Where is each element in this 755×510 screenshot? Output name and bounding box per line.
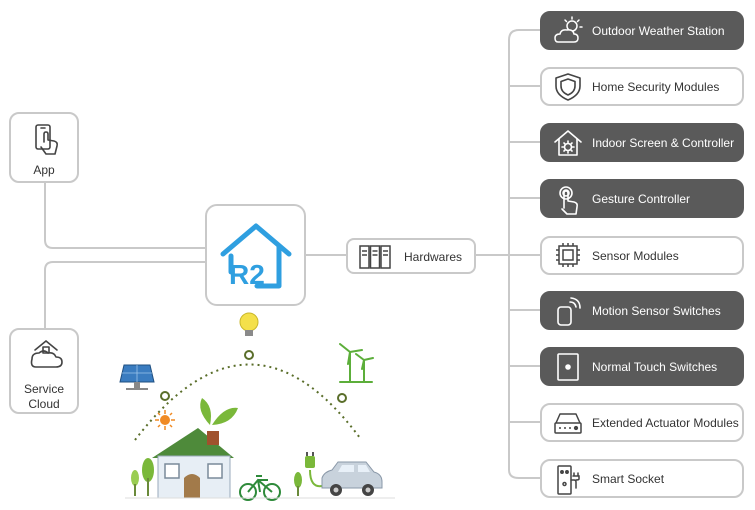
device-outdoor-weather-station[interactable]: Outdoor Weather Station bbox=[540, 11, 744, 50]
cloud-home-icon bbox=[30, 340, 63, 368]
device-label: Smart Socket bbox=[592, 472, 665, 486]
arc-node bbox=[337, 393, 347, 403]
leaf-icon bbox=[200, 398, 238, 425]
wind-turbine-icon bbox=[339, 343, 374, 383]
service-cloud-label: Service Cloud bbox=[23, 382, 64, 411]
home-gear-icon bbox=[554, 130, 582, 156]
device-label: Gesture Controller bbox=[592, 192, 691, 206]
chip-icon bbox=[556, 243, 580, 267]
arc-node bbox=[244, 350, 254, 360]
r2-house-logo-icon: R2 bbox=[220, 223, 292, 290]
sun-icon bbox=[155, 410, 175, 430]
server-rack-icon bbox=[359, 245, 391, 269]
device-sensor-modules[interactable]: Sensor Modules bbox=[540, 236, 744, 275]
solar-panel-icon bbox=[119, 364, 155, 390]
weather-icon bbox=[554, 16, 583, 43]
hardwares-node[interactable]: Hardwares bbox=[346, 238, 476, 274]
arc-node bbox=[160, 391, 170, 401]
tree-icon bbox=[131, 458, 302, 496]
device-label: Motion Sensor Switches bbox=[592, 304, 721, 318]
service-cloud-node[interactable]: Service Cloud bbox=[9, 328, 79, 414]
device-label: Indoor Screen & Controller bbox=[592, 136, 735, 150]
smart-home-illustration bbox=[119, 312, 395, 501]
device-label: Extended Actuator Modules bbox=[592, 416, 739, 430]
motion-sensor-icon bbox=[557, 297, 581, 326]
device-gesture-controller[interactable]: Gesture Controller bbox=[540, 179, 744, 218]
r2-logo-text: R2 bbox=[229, 259, 265, 290]
hardwares-label: Hardwares bbox=[404, 250, 463, 264]
device-indoor-screen-controller[interactable]: Indoor Screen & Controller bbox=[540, 123, 744, 162]
device-label: Sensor Modules bbox=[592, 249, 679, 263]
device-label: Normal Touch Switches bbox=[592, 360, 718, 374]
device-normal-touch-switches[interactable]: Normal Touch Switches bbox=[540, 347, 744, 386]
ev-charger-icon bbox=[305, 452, 323, 488]
shield-icon bbox=[555, 73, 581, 101]
socket-icon bbox=[557, 465, 580, 495]
actuator-icon bbox=[554, 413, 582, 434]
device-home-security-modules[interactable]: Home Security Modules bbox=[540, 67, 744, 106]
electric-car-icon bbox=[321, 461, 383, 496]
touch-switch-icon bbox=[557, 353, 579, 381]
device-extended-actuator-modules[interactable]: Extended Actuator Modules bbox=[540, 403, 744, 442]
phone-touch-icon bbox=[35, 124, 58, 155]
app-node[interactable]: App bbox=[9, 112, 79, 183]
light-bulb-icon bbox=[239, 312, 259, 336]
r2-hub[interactable]: R2 bbox=[205, 204, 306, 306]
app-label: App bbox=[33, 163, 55, 177]
device-label: Outdoor Weather Station bbox=[592, 24, 725, 38]
device-label: Home Security Modules bbox=[592, 80, 720, 94]
device-smart-socket[interactable]: Smart Socket bbox=[540, 459, 744, 498]
bicycle-icon bbox=[239, 475, 281, 501]
device-motion-sensor-switches[interactable]: Motion Sensor Switches bbox=[540, 291, 744, 330]
energy-arc bbox=[134, 363, 361, 441]
hand-touch-icon bbox=[559, 186, 578, 215]
house-icon bbox=[152, 428, 234, 499]
